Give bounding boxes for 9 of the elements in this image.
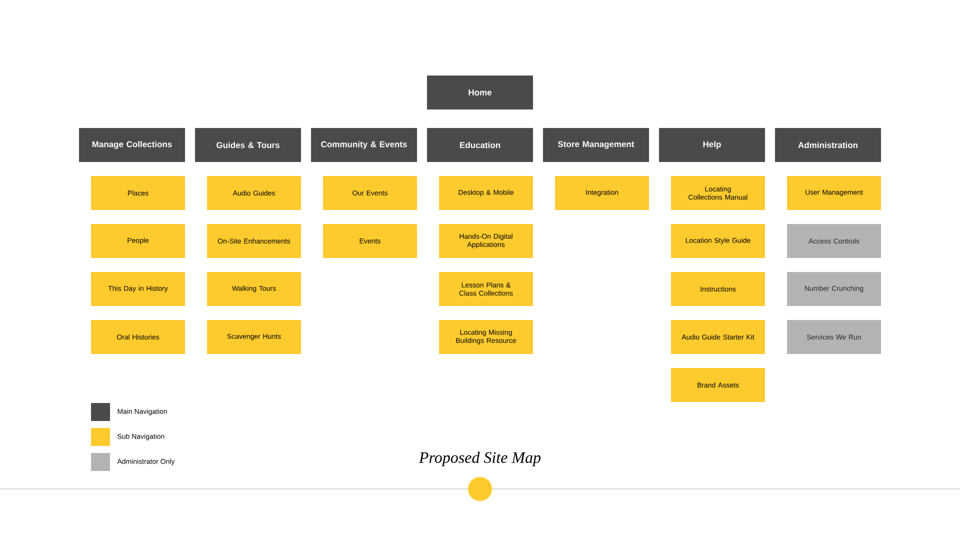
title: Proposed Site Map: [418, 452, 541, 466]
main-navigation-box: Administration: [775, 128, 881, 162]
main-navigation-box: Help: [659, 128, 765, 162]
main-navigation-box: Store Management: [543, 128, 649, 162]
main-navigation-box: Manage Collections: [79, 128, 186, 162]
main-navigation-box: Guides & Tours: [195, 128, 301, 162]
main-navigation-box: Community & Events: [311, 128, 417, 162]
main-navigation-box: Home: [427, 76, 533, 110]
main-navigation-box: Education: [427, 128, 533, 162]
